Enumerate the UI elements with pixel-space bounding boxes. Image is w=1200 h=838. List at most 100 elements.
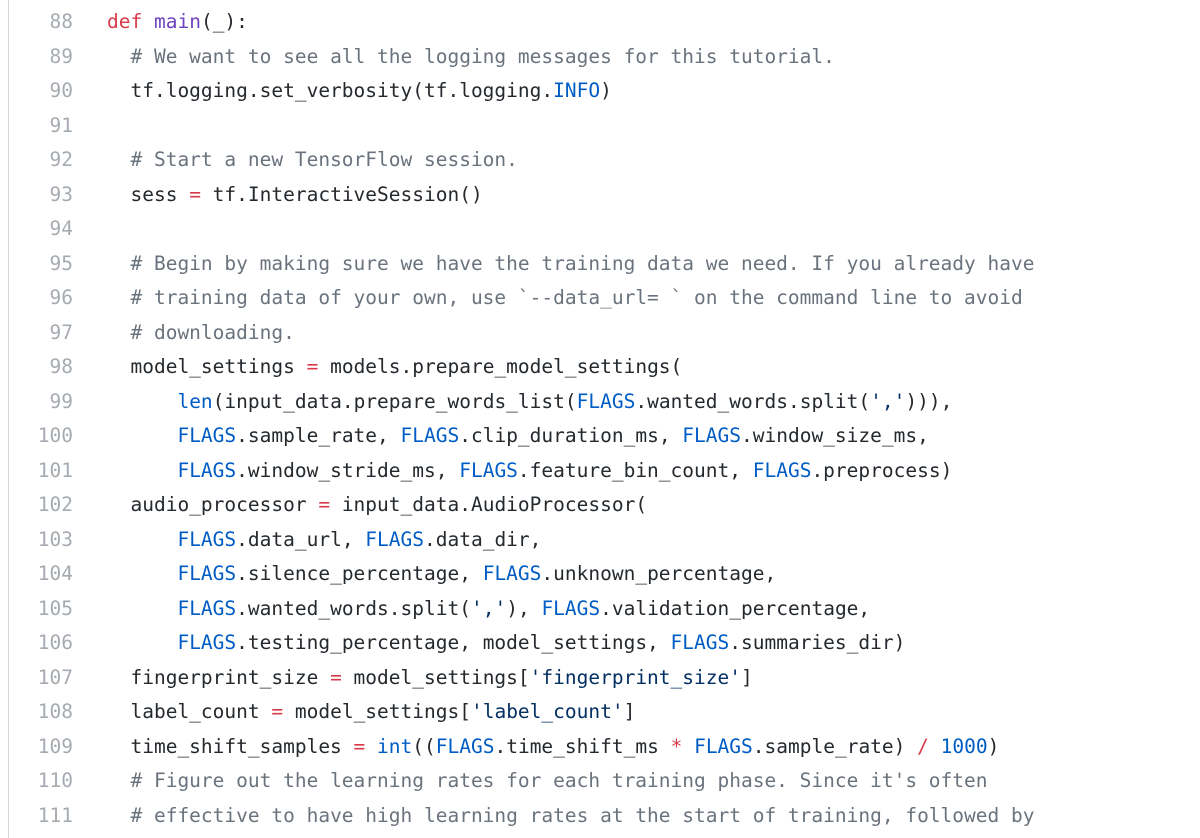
code-token: ) xyxy=(600,79,612,102)
line-number[interactable]: 105 xyxy=(37,596,73,620)
line-number[interactable]: 94 xyxy=(49,217,73,240)
code-content: # We want to see all the logging message… xyxy=(73,40,1200,75)
code-token: = xyxy=(318,493,331,516)
code-content: # downloading. xyxy=(73,316,1200,351)
code-token: .wanted_words.split( xyxy=(635,389,871,413)
code-token: sess xyxy=(107,182,190,206)
code-token: FLAGS xyxy=(177,631,237,654)
code-token xyxy=(107,286,130,309)
code-token: FLAGS xyxy=(541,596,601,620)
line-number[interactable]: 110 xyxy=(37,769,73,792)
line-number[interactable]: 102 xyxy=(37,493,73,516)
code-token: audio_processor xyxy=(107,493,319,516)
code-token: ))), xyxy=(905,389,953,413)
code-token: # Figure out the learning rates for each… xyxy=(130,769,988,792)
code-token xyxy=(107,148,130,171)
code-token: # Start a new TensorFlow session. xyxy=(130,148,518,171)
code-line: 102 audio_processor = input_data.AudioPr… xyxy=(0,488,1200,523)
code-token xyxy=(107,562,177,585)
code-token: .validation_percentage, xyxy=(600,596,871,620)
code-line: 99 len(input_data.prepare_words_list(FLA… xyxy=(0,385,1200,420)
code-token: FLAGS xyxy=(177,458,237,482)
code-token: FLAGS xyxy=(177,562,237,585)
code-token: ) xyxy=(987,734,1000,758)
code-token: def xyxy=(107,10,143,33)
line-number[interactable]: 95 xyxy=(49,251,73,275)
code-token: (( xyxy=(412,734,436,758)
code-token: = xyxy=(271,700,284,723)
line-number[interactable]: 109 xyxy=(37,734,73,758)
line-number[interactable]: 101 xyxy=(37,458,73,482)
code-token: .window_size_ms, xyxy=(741,424,929,447)
line-number[interactable]: 104 xyxy=(37,562,73,585)
code-line: 108 label_count = model_settings['label_… xyxy=(0,695,1200,730)
code-token: INFO xyxy=(553,79,601,102)
code-token: ] xyxy=(740,665,753,689)
code-token: ] xyxy=(623,700,636,723)
code-token: time_shift_samples xyxy=(107,734,354,758)
code-token: model_settings xyxy=(107,355,307,378)
code-token xyxy=(107,528,177,551)
line-number[interactable]: 111 xyxy=(37,803,73,827)
code-content: FLAGS.data_url, FLAGS.data_dir, xyxy=(73,523,1200,558)
code-token: 'fingerprint_size' xyxy=(529,665,741,689)
code-line: 105 FLAGS.wanted_words.split(','), FLAGS… xyxy=(0,592,1200,627)
code-token xyxy=(107,321,130,344)
code-content: len(input_data.prepare_words_list(FLAGS.… xyxy=(73,385,1200,420)
code-content: time_shift_samples = int((FLAGS.time_shi… xyxy=(73,730,1200,765)
line-number[interactable]: 98 xyxy=(49,355,73,378)
code-token xyxy=(107,459,177,482)
line-number[interactable]: 106 xyxy=(37,631,73,654)
line-number[interactable]: 108 xyxy=(37,700,73,723)
line-number[interactable]: 96 xyxy=(49,286,73,309)
line-number[interactable]: 103 xyxy=(37,527,73,551)
code-token xyxy=(107,769,130,792)
code-content: # training data of your own, use `--data… xyxy=(73,281,1200,316)
code-token: model_settings[ xyxy=(283,700,471,723)
line-number[interactable]: 100 xyxy=(37,424,73,447)
code-token: ',' xyxy=(470,596,507,620)
code-token: (input_data.prepare_words_list( xyxy=(212,389,577,413)
code-token: fingerprint_size xyxy=(107,665,331,689)
code-token: main xyxy=(153,10,201,33)
code-token: 'label_count' xyxy=(470,700,624,723)
code-content: label_count = model_settings['label_coun… xyxy=(73,695,1200,730)
line-number[interactable]: 99 xyxy=(49,389,73,413)
line-number[interactable]: 92 xyxy=(49,148,73,171)
code-token: FLAGS xyxy=(682,424,741,447)
code-content: # effective to have high learning rates … xyxy=(73,799,1200,834)
code-token: ), xyxy=(506,596,542,620)
code-token: .wanted_words.split( xyxy=(236,596,471,620)
code-content xyxy=(73,109,1200,144)
code-token: = xyxy=(306,355,319,378)
code-token: tf.InteractiveSession() xyxy=(200,182,483,206)
code-token: .sample_rate) xyxy=(752,734,918,758)
code-token: .clip_duration_ms, xyxy=(459,424,683,447)
code-content: model_settings = models.prepare_model_se… xyxy=(73,350,1200,385)
line-number[interactable]: 90 xyxy=(49,79,73,102)
code-token: ',' xyxy=(870,389,906,413)
code-content: sess = tf.InteractiveSession() xyxy=(73,178,1200,213)
code-token xyxy=(107,631,177,654)
line-number[interactable]: 97 xyxy=(49,320,73,344)
code-token: FLAGS xyxy=(459,458,518,482)
line-number[interactable]: 88 xyxy=(49,10,73,33)
code-token: .data_url, xyxy=(236,527,366,551)
code-token: .feature_bin_count, xyxy=(517,458,753,482)
code-line: 97 # downloading. xyxy=(0,316,1200,351)
code-content: # Figure out the learning rates for each… xyxy=(73,764,1200,799)
line-number[interactable]: 89 xyxy=(49,44,73,68)
code-content: FLAGS.sample_rate, FLAGS.clip_duration_m… xyxy=(73,419,1200,454)
line-number[interactable]: 107 xyxy=(37,665,73,689)
line-number[interactable]: 93 xyxy=(49,182,73,206)
code-content: def main(_): xyxy=(73,5,1200,40)
code-token: = xyxy=(330,665,342,689)
code-token xyxy=(107,804,130,827)
code-content: FLAGS.testing_percentage, model_settings… xyxy=(73,626,1200,661)
code-token xyxy=(929,735,941,758)
code-token: FLAGS xyxy=(400,424,460,447)
line-number[interactable]: 91 xyxy=(49,113,73,137)
code-content: tf.logging.set_verbosity(tf.logging.INFO… xyxy=(73,74,1200,109)
